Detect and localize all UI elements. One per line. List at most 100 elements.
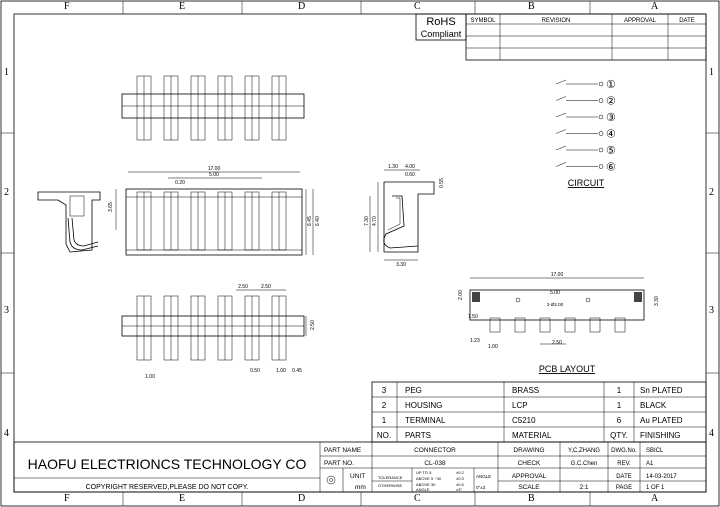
part-no-3: 3 bbox=[382, 386, 387, 395]
check-by: G.C.Chen bbox=[571, 461, 598, 467]
bottom-dim-e: 0.50 bbox=[250, 368, 260, 374]
drawing-by: Y,C,ZHANG bbox=[568, 448, 600, 454]
page-value: 1 OF 1 bbox=[646, 485, 665, 491]
part-finish-3: Sn PLATED bbox=[640, 386, 683, 395]
dwg-no-label: DWG.No. bbox=[611, 448, 637, 454]
tol-range-4: ANGLE bbox=[416, 487, 430, 492]
part-qty-3: 1 bbox=[617, 386, 622, 395]
side-dim-b: 4.00 bbox=[405, 164, 415, 170]
part-material-3: BRASS bbox=[512, 386, 539, 395]
zone-letter-f: F bbox=[64, 493, 70, 504]
circuit-contact-6 bbox=[555, 162, 567, 167]
side-dim-e: 4.70 bbox=[372, 216, 378, 226]
bottom-dim-b: 2.50 bbox=[261, 284, 271, 290]
zone-number-4: 4 bbox=[4, 428, 9, 439]
pcb-dim-d2: 1.50 bbox=[468, 314, 478, 320]
circuit-contact-1 bbox=[555, 79, 567, 85]
zone-letter-a: A bbox=[651, 1, 659, 12]
part-no-2: 2 bbox=[382, 401, 387, 410]
zone-number-1: 1 bbox=[709, 67, 714, 78]
pcb-pad-1 bbox=[489, 317, 501, 333]
circuit-contact-5 bbox=[555, 145, 567, 151]
approval-label: APPROVAL bbox=[512, 473, 547, 480]
part-no-1: 1 bbox=[382, 416, 387, 425]
revision-table: SYMBOL REVISION APPROVAL DATE bbox=[465, 13, 707, 61]
pcb-pad-6 bbox=[614, 317, 626, 333]
top-view bbox=[121, 75, 305, 141]
parts-header-material: MATERIAL bbox=[512, 431, 552, 440]
circuit-node-3 bbox=[598, 114, 604, 120]
part-qty-1: 6 bbox=[617, 416, 622, 425]
zone-letter-b: B bbox=[528, 1, 535, 12]
pcb-layout-label: PCB LAYOUT bbox=[539, 364, 596, 374]
rev-value: A1 bbox=[646, 461, 654, 467]
circuit-pin-5: ⑤ bbox=[606, 145, 616, 157]
zone-number-1: 1 bbox=[4, 67, 9, 78]
part-name-value: CONNECTOR bbox=[414, 447, 456, 454]
front-view bbox=[115, 171, 314, 256]
copyright-notice: COPYRIGHT RESERVED,PLEASE DO NOT COPY. bbox=[86, 484, 249, 491]
zone-number-4: 4 bbox=[709, 428, 714, 439]
circuit-label: CIRCUIT bbox=[568, 178, 605, 188]
circuit-node-1 bbox=[598, 81, 604, 87]
pcb-dim-pitch: 2.50 bbox=[552, 340, 562, 346]
part-material-2: LCP bbox=[512, 401, 528, 410]
circuit-pin-6: ⑥ bbox=[606, 162, 616, 174]
bottom-dim-c: 2.50 bbox=[310, 320, 316, 330]
front-dim-h1: 3.65 bbox=[108, 202, 114, 212]
scale-label: SCALE bbox=[518, 484, 540, 491]
tol-value-3: ±0.5 bbox=[456, 482, 465, 487]
right-side-view bbox=[369, 169, 435, 261]
side-dim-f: 7.30 bbox=[364, 216, 370, 226]
front-dim-span: 5.00 bbox=[209, 172, 219, 178]
bottom-dim-g: 0.45 bbox=[292, 368, 302, 374]
circuit-pin-3: ③ bbox=[606, 112, 616, 124]
part-name-1: TERMINAL bbox=[405, 416, 446, 425]
pcb-dim-d4: 1.00 bbox=[488, 344, 498, 350]
part-no-value: CL-038 bbox=[424, 460, 446, 467]
rev-label: REV. bbox=[617, 461, 631, 467]
circuit-node-2 bbox=[598, 98, 604, 103]
pcb-dim-hole: 2-Ø2.00 bbox=[547, 302, 564, 307]
dwg-no-value: SBICL bbox=[646, 448, 664, 454]
zone-letter-f: F bbox=[64, 1, 70, 12]
zone-letter-d: D bbox=[298, 1, 306, 12]
side-dim-a: 1.30 bbox=[388, 164, 398, 170]
parts-header-qty: QTY. bbox=[610, 431, 628, 440]
circuit-node-4 bbox=[598, 131, 604, 136]
tol-range-2: ABOVE 5 ~30 bbox=[416, 476, 442, 481]
zone-number-3: 3 bbox=[4, 305, 9, 316]
check-label: CHECK bbox=[518, 460, 541, 467]
zone-letter-e: E bbox=[179, 493, 186, 504]
parts-header-part: PARTS bbox=[405, 431, 431, 440]
date-value: 14-03-2017 bbox=[646, 474, 677, 480]
tol-range-3: ABOVE 30 bbox=[416, 482, 436, 487]
circuit-pin-2: ② bbox=[606, 96, 616, 108]
bottom-view bbox=[121, 289, 307, 361]
tol-value-2: ±0.3 bbox=[456, 476, 465, 481]
page-label: PAGE bbox=[616, 485, 632, 491]
circuit-pin-4: ④ bbox=[606, 129, 616, 141]
zone-letter-e: E bbox=[179, 1, 186, 12]
pcb-dim-d1: 2.00 bbox=[458, 290, 464, 300]
front-dim-overall: 17.00 bbox=[208, 166, 221, 172]
side-dim-d: 0.55 bbox=[439, 178, 445, 188]
rev-col-revision: REVISION bbox=[542, 18, 571, 24]
tol-value-4: ±3° bbox=[456, 487, 462, 492]
part-name-3: PEG bbox=[405, 386, 422, 395]
side-dim-g: 3.30 bbox=[396, 262, 406, 268]
pcb-pad-5 bbox=[589, 317, 601, 333]
rev-col-symbol: SYMBOL bbox=[470, 18, 496, 24]
pcb-pad-4 bbox=[564, 317, 576, 333]
pcb-layout bbox=[469, 277, 645, 345]
part-material-1: C5210 bbox=[512, 416, 536, 425]
circuit-node-6 bbox=[598, 164, 604, 169]
pcb-dim-d5: 3.30 bbox=[654, 296, 660, 306]
left-side-view bbox=[37, 191, 101, 253]
rev-col-approval: APPROVAL bbox=[624, 18, 657, 24]
bottom-dim-f: 1.00 bbox=[276, 368, 286, 374]
zone-letter-a: A bbox=[651, 493, 659, 504]
